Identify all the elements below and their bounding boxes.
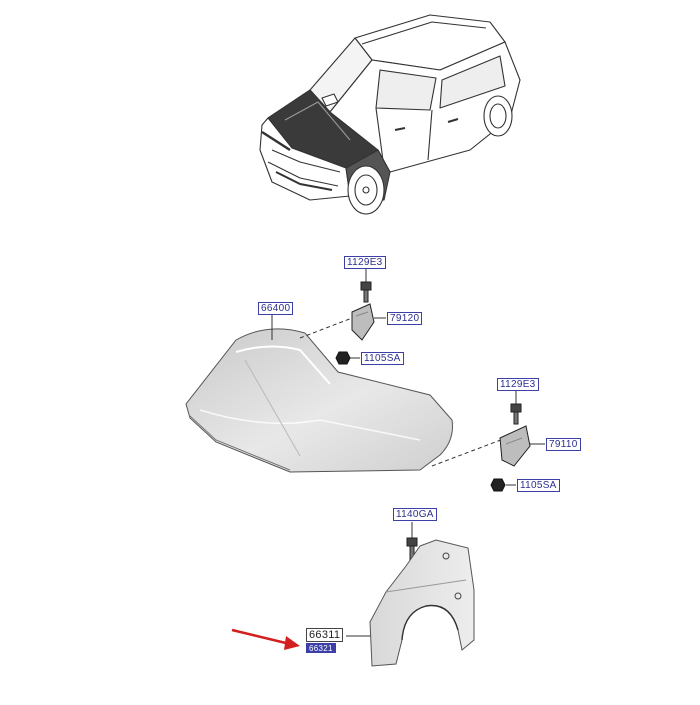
callout-fender: 66311 [306, 628, 344, 642]
nut-left-icon [335, 351, 351, 365]
pointer-arrow [231, 628, 300, 650]
callout-bolt-right: 1129E3 [497, 378, 539, 391]
callout-fender-sub: 66321 [306, 643, 336, 653]
callout-hinge-left: 79120 [387, 312, 423, 325]
callout-nut-left: 1105SA [361, 352, 404, 365]
hinge-left-icon [351, 303, 375, 341]
callout-hood: 66400 [258, 302, 294, 315]
leader-lines [271, 268, 545, 637]
fender-panel [369, 539, 475, 667]
nut-right-icon [490, 478, 506, 492]
vehicle-illustration [259, 14, 521, 215]
hinge-right-icon [499, 425, 531, 467]
bolt-icon [360, 281, 372, 303]
callout-fender-bolt: 1140GA [393, 508, 437, 521]
hood-panel [185, 328, 453, 473]
bolt-right-icon [510, 403, 522, 425]
callout-bolt-top: 1129E3 [344, 256, 386, 269]
callout-hinge-right: 79110 [546, 438, 581, 451]
callout-nut-right: 1105SA [517, 479, 560, 492]
